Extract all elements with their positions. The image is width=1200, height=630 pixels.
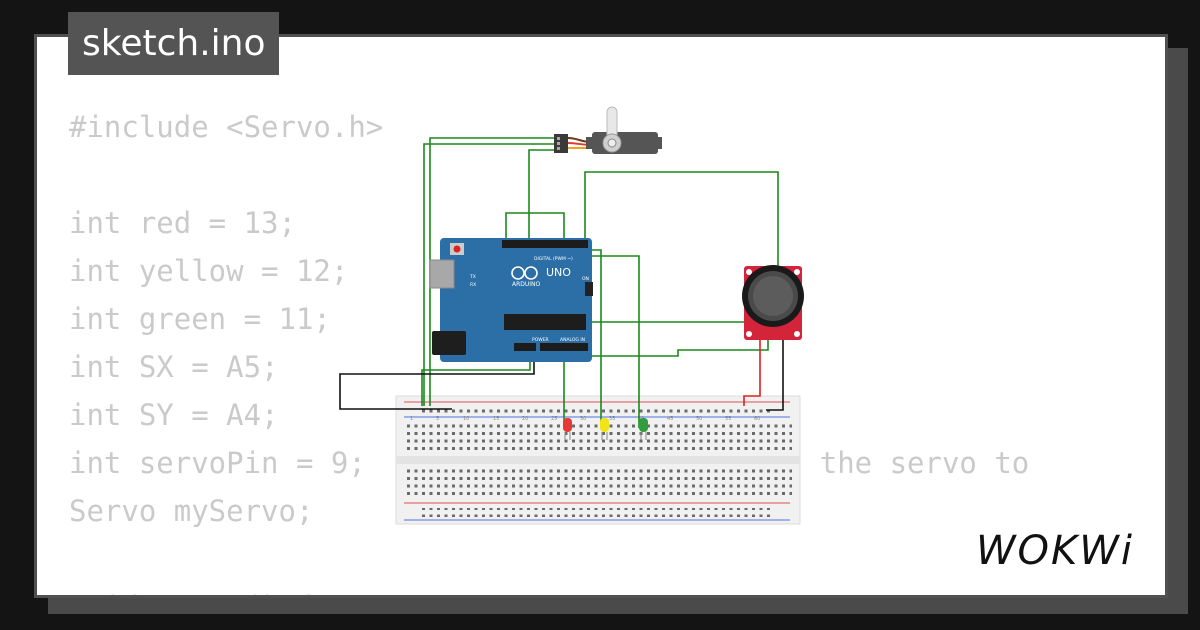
column-number: 20	[522, 416, 528, 422]
board-maker: ARDUINO	[512, 281, 541, 288]
led-red	[563, 418, 572, 440]
led-green	[639, 418, 648, 440]
wire-joystick-vry	[592, 336, 769, 357]
wire-joystick-vcc	[584, 171, 779, 336]
breadboard	[395, 395, 801, 525]
analog-label: ANALOG IN	[560, 337, 585, 343]
analog-joystick	[742, 265, 804, 340]
column-number: 60	[754, 416, 760, 422]
code-line: #include <Servo.h>	[69, 110, 384, 144]
column-number: 15	[493, 416, 499, 422]
wire-gnd	[339, 362, 535, 410]
wire-servo-ground	[423, 143, 554, 406]
code-line: int SX = A5;	[69, 350, 279, 384]
code-preview: #include <Servo.h> int red = 13; int yello…	[69, 103, 1030, 595]
wokwi-logo: WOKWi	[976, 528, 1134, 574]
board-model: UNO	[546, 266, 571, 279]
servo-motor	[554, 106, 662, 154]
digital-label: DIGITAL (PWM ~)	[534, 256, 573, 262]
code-line: int SY = A4;	[69, 398, 279, 432]
column-number: 45	[667, 416, 673, 422]
wire-joystick-vrx	[592, 321, 751, 336]
wire-servo-power	[429, 137, 554, 406]
column-number: 25	[551, 416, 557, 422]
column-number: 30	[580, 416, 586, 422]
circuit-diagram: 1 5 10 15 20 25 30 35 40 45 50 55 60	[339, 106, 804, 525]
column-number: 35	[609, 416, 615, 422]
column-number: 55	[725, 416, 731, 422]
column-number: 1	[410, 416, 413, 422]
code-line: int servoPin = 9; nnect the servo to	[69, 446, 1030, 480]
code-line: Servo myServo;	[69, 494, 314, 528]
filename-tab: sketch.ino	[68, 12, 280, 75]
tx-label: TX	[469, 274, 476, 280]
arduino-uno-board: UNO ARDUINO DIGITAL (PWM ~) POWER ANALOG…	[429, 238, 593, 362]
column-number: 10	[463, 416, 469, 422]
code-line: int yellow = 12;	[69, 254, 349, 288]
led-yellow	[600, 418, 609, 440]
power-label: POWER	[532, 337, 549, 343]
on-label: ON	[582, 276, 589, 282]
wire-servo-signal	[528, 149, 554, 242]
code-line: void setup() {	[69, 583, 1029, 595]
code-line: int red = 13;	[69, 206, 296, 240]
code-line	[69, 535, 1029, 583]
wire-5v	[421, 362, 531, 406]
code-line: int green = 11;	[69, 302, 331, 336]
wire-joystick-gnd	[766, 336, 784, 411]
column-number: 50	[696, 416, 702, 422]
column-number: 5	[436, 416, 439, 422]
wire-joystick-power	[743, 336, 761, 406]
rx-label: RX	[470, 282, 476, 288]
